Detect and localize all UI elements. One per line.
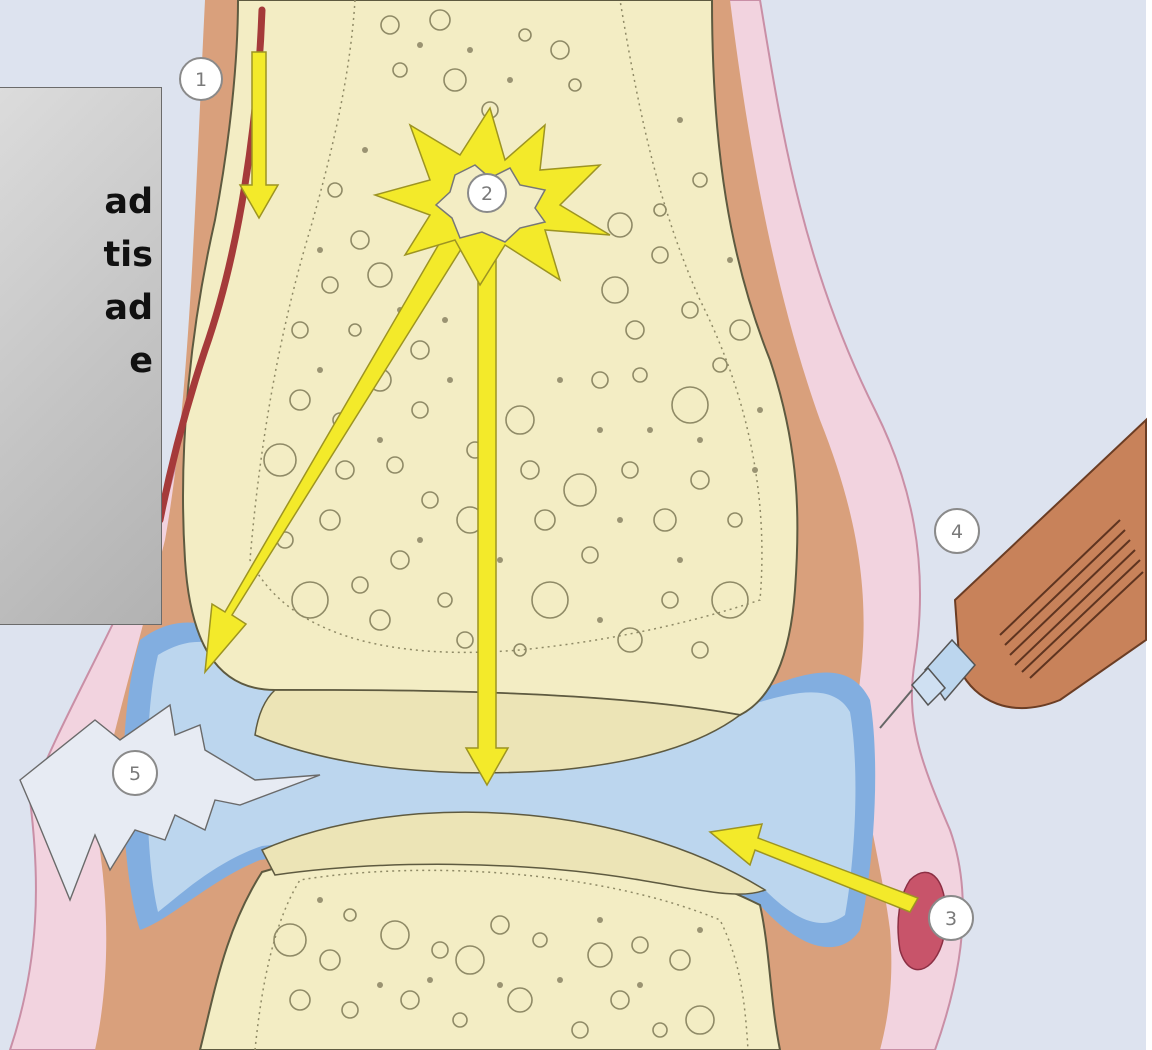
- marker-2-label: 2: [481, 183, 493, 205]
- marker-4-label: 4: [951, 521, 963, 543]
- overlay-text-line-1: ad: [0, 176, 153, 229]
- overlay-text-line-2: tis: [0, 229, 153, 282]
- marker-5-label: 5: [129, 763, 141, 785]
- marker-5: 5: [113, 751, 157, 795]
- marker-3: 3: [929, 896, 973, 940]
- overlay-text-line-4: e: [0, 335, 153, 388]
- marker-1: 1: [180, 58, 222, 100]
- overlay-text-line-3: ad: [0, 282, 153, 335]
- overlay-text-box: ad tis ad e: [0, 87, 162, 625]
- marker-4: 4: [935, 509, 979, 553]
- overlay-text: ad tis ad e: [0, 176, 153, 388]
- marker-2: 2: [468, 174, 506, 212]
- marker-1-label: 1: [195, 69, 207, 91]
- marker-3-label: 3: [945, 908, 957, 930]
